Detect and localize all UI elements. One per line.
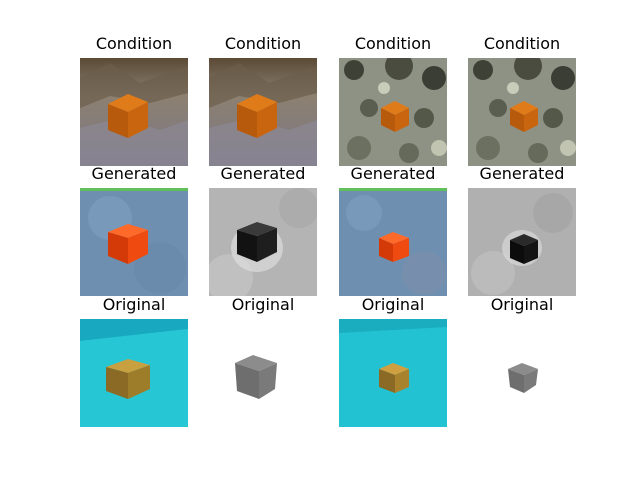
panel-title-generated-4: Generated [479, 164, 565, 183]
panel-title-original-2: Original [231, 295, 295, 314]
panel-title-generated-2: Generated [220, 164, 306, 183]
panel-title-generated-3: Generated [350, 164, 436, 183]
generated-image-1 [80, 188, 188, 296]
condition-image-3 [339, 58, 447, 166]
panel-title-original-3: Original [361, 295, 425, 314]
generated-image-3 [339, 188, 447, 296]
panel-title-generated-1: Generated [91, 164, 177, 183]
panel-title-condition-1: Condition [95, 34, 173, 53]
panel-title-original-4: Original [490, 295, 554, 314]
original-image-3 [339, 319, 447, 427]
condition-image-4 [468, 58, 576, 166]
generated-image-2 [209, 188, 317, 296]
panel-title-condition-2: Condition [224, 34, 302, 53]
panel-title-original-1: Original [102, 295, 166, 314]
original-image-1 [80, 319, 188, 427]
original-image-2 [209, 319, 317, 427]
panel-title-condition-3: Condition [354, 34, 432, 53]
condition-image-2 [209, 58, 317, 166]
panel-title-condition-4: Condition [483, 34, 561, 53]
generated-image-4 [468, 188, 576, 296]
original-image-4 [468, 319, 576, 427]
condition-image-1 [80, 58, 188, 166]
